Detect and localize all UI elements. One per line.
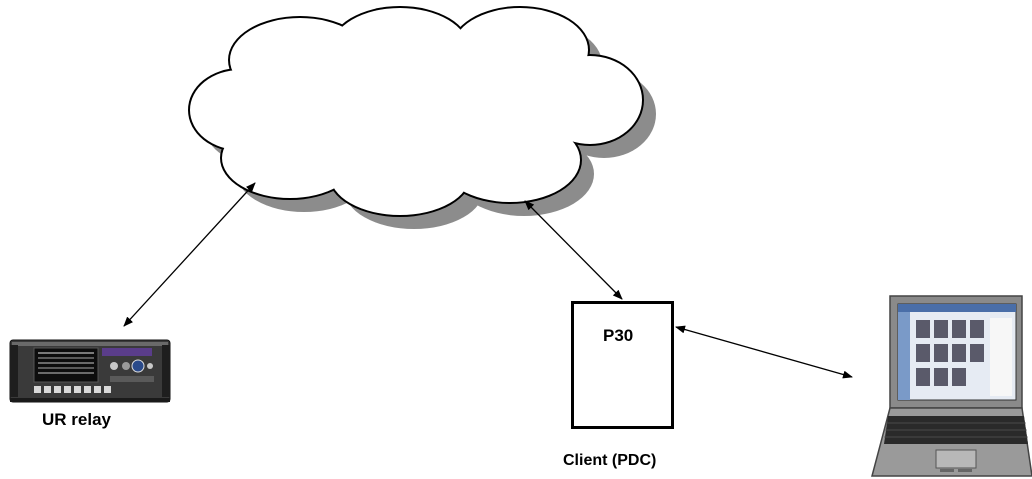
- arrow-relay-cloud: [123, 182, 256, 327]
- arrow-client-laptop: [675, 325, 853, 379]
- client-pdc-box: P30: [571, 301, 674, 429]
- client-label: Client (PDC): [563, 452, 657, 469]
- arrow-client-cloud: [524, 200, 623, 300]
- relay-label: UR relay: [42, 410, 111, 429]
- relay-device-icon: [9, 339, 171, 403]
- laptop-icon: [871, 295, 1032, 477]
- cloud-icon: [188, 6, 656, 229]
- client-box-label: P30: [603, 326, 634, 345]
